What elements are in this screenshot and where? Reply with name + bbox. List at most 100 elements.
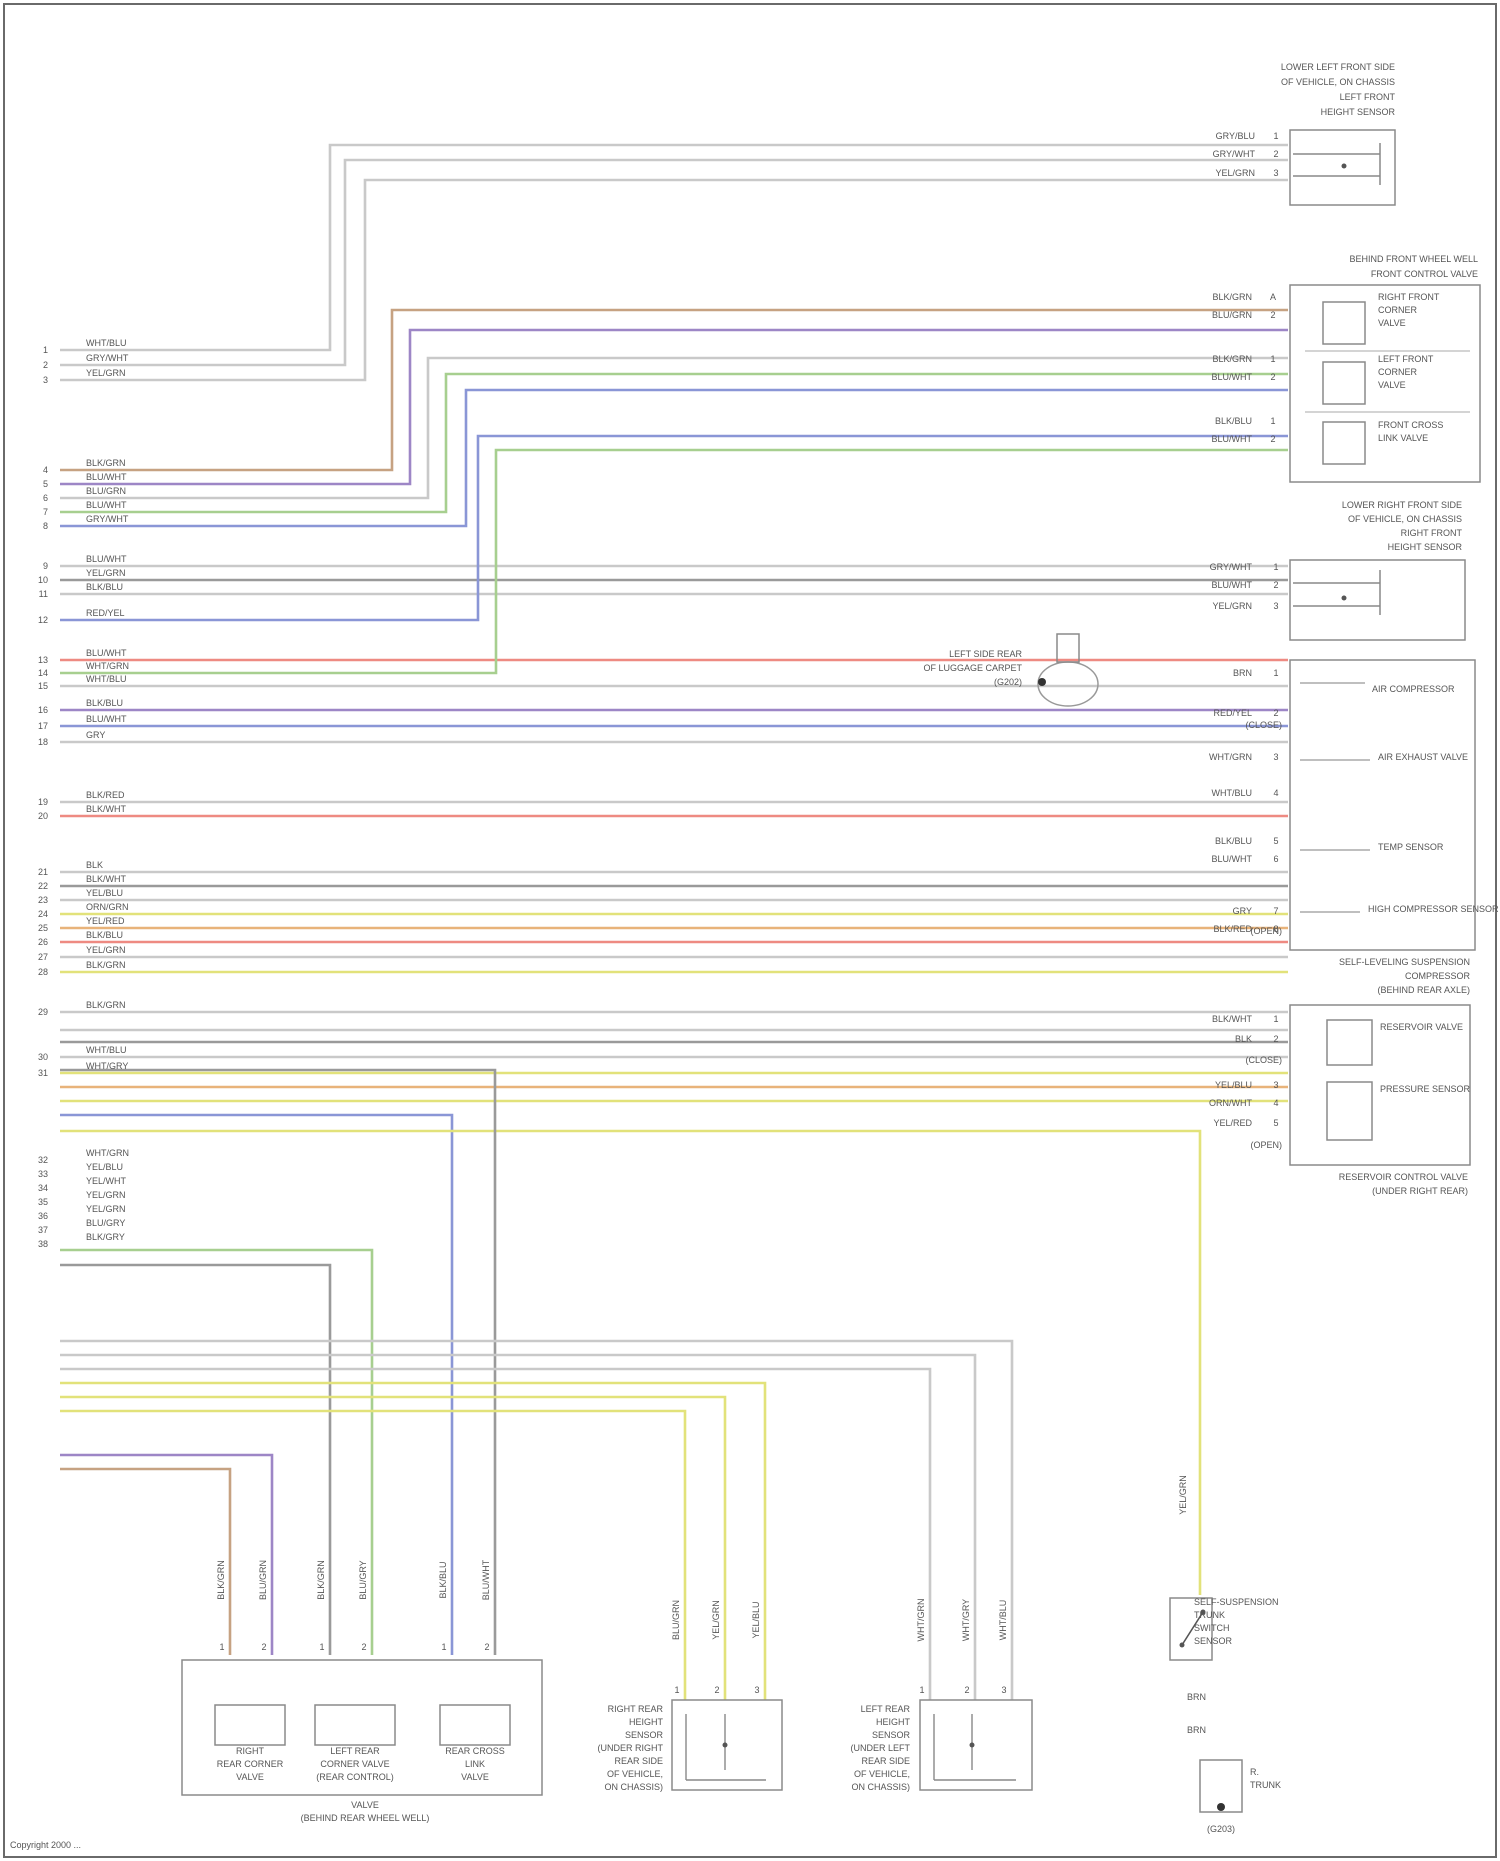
pin-wire-label: GRY (86, 730, 105, 740)
lr-sensor-pin: 3 (1001, 1685, 1006, 1695)
pin-number: 14 (38, 668, 48, 678)
front-valve-wire-1: BLK/GRN (1212, 292, 1252, 302)
compressor-motor-icon (1038, 662, 1098, 706)
rear-valve-pin: 2 (361, 1642, 366, 1652)
pin-wire-label: WHT/BLU (86, 674, 127, 684)
reservoir-wire-label: YEL/RED (1213, 1118, 1252, 1128)
front-cross-valve-label-1: FRONT CROSS (1378, 420, 1443, 430)
wire-white (60, 160, 1288, 365)
wire-brown (60, 1469, 230, 1655)
wires-layer (60, 145, 1288, 1700)
lr-sensor-wire-label: WHT/BLU (998, 1600, 1008, 1641)
pin-wire-label: BLK/WHT (86, 804, 127, 814)
pin-number: 13 (38, 655, 48, 665)
compressor-pin: 4 (1273, 788, 1278, 798)
compressor-internal-lines (1300, 683, 1370, 912)
rf-sensor-wire-1: GRY/WHT (1210, 562, 1253, 572)
pin-wire-label: WHT/GRN (86, 1148, 129, 1158)
rf-sensor-title-2: OF VEHICLE, ON CHASSIS (1348, 514, 1462, 524)
reservoir-title-1: RESERVOIR CONTROL VALVE (1339, 1172, 1468, 1182)
rr-sensor-wire-label: BLU/GRN (671, 1600, 681, 1640)
reservoir-pin: 2 (1273, 1034, 1278, 1044)
reservoir-pin: 1 (1273, 1014, 1278, 1024)
pin-wire-label: WHT/BLU (86, 1045, 127, 1055)
trunk-ground-dot (1217, 1803, 1225, 1811)
trunk-switch-wire: YEL/GRN (1178, 1475, 1188, 1515)
rear-valve-wire-label: BLK/BLU (438, 1561, 448, 1598)
rr-corner-valve-label-2: REAR CORNER (217, 1759, 284, 1769)
rear-cross-valve-coil (440, 1705, 510, 1745)
rr-sensor-title-5: REAR SIDE (614, 1756, 663, 1766)
reservoir-close-tag: (CLOSE) (1245, 1055, 1282, 1065)
trunk-switch-title-3: SWITCH (1194, 1623, 1230, 1633)
pin-number: 11 (39, 589, 48, 599)
pin-wire-label: BLU/WHT (86, 648, 127, 658)
lr-sensor-symbol (934, 1714, 1016, 1780)
pin-wire-label: WHT/GRN (86, 661, 129, 671)
compressor-left-note-1: LEFT SIDE REAR (949, 649, 1022, 659)
wire-green (60, 374, 1288, 512)
compressor-wire-label: BLK/RED (1213, 924, 1252, 934)
pin-wire-label: BLU/GRN (86, 486, 126, 496)
pin-number: 31 (38, 1068, 48, 1078)
rf-corner-valve-label-1: RIGHT FRONT (1378, 292, 1440, 302)
rear-cross-valve-label-1: REAR CROSS (445, 1746, 505, 1756)
compressor-wire-label: BLU/WHT (1212, 854, 1253, 864)
pin-wire-label: YEL/GRN (86, 1190, 126, 1200)
reservoir-inner-1: RESERVOIR VALVE (1380, 1022, 1463, 1032)
compressor-inner-1: AIR COMPRESSOR (1372, 684, 1455, 694)
pin-wire-label: YEL/GRN (86, 1204, 126, 1214)
pin-number: 12 (38, 615, 48, 625)
front-valve-pin-3: 1 (1270, 354, 1275, 364)
pin-wire-label: BLK (86, 860, 103, 870)
wire-gray (60, 1265, 330, 1655)
lf-sensor-pin-2: 2 (1273, 149, 1278, 159)
reservoir-wire-label: YEL/BLU (1215, 1080, 1252, 1090)
lr-sensor-title-2: HEIGHT (876, 1717, 911, 1727)
lr-sensor-pin: 2 (964, 1685, 969, 1695)
compressor-pin: 6 (1273, 854, 1278, 864)
rf-sensor-box (1290, 560, 1465, 640)
lr-corner-valve-label-1: LEFT REAR (330, 1746, 380, 1756)
rr-sensor-title-6: OF VEHICLE, (607, 1769, 663, 1779)
compressor-left-note-3: (G202) (994, 677, 1022, 687)
rf-height-sensor: LOWER RIGHT FRONT SIDE OF VEHICLE, ON CH… (1210, 500, 1465, 640)
rear-valve-block: BLK/GRN1BLU/GRN2BLK/GRN1BLU/GRY2BLK/BLU1… (182, 1559, 542, 1823)
front-valve-pin-5: 1 (1270, 416, 1275, 426)
lf-sensor-title-2: OF VEHICLE, ON CHASSIS (1281, 77, 1395, 87)
compressor-title-1: SELF-LEVELING SUSPENSION (1339, 957, 1470, 967)
rf-sensor-wire-2: BLU/WHT (1212, 580, 1253, 590)
compressor-wire-label: WHT/GRN (1209, 752, 1252, 762)
lr-sensor-box (920, 1700, 1032, 1790)
rr-corner-valve-coil (215, 1705, 285, 1745)
lr-sensor-dot (970, 1743, 975, 1748)
rf-sensor-pin-3: 3 (1273, 601, 1278, 611)
compressor-pin: 3 (1273, 752, 1278, 762)
compressor-left-note-2: OF LUGGAGE CARPET (923, 663, 1022, 673)
lr-sensor-title-6: OF VEHICLE, (854, 1769, 910, 1779)
compressor-wire-label: WHT/BLU (1212, 788, 1253, 798)
pin-wire-label: BLK/GRN (86, 1000, 126, 1010)
wire-blue (60, 436, 1288, 620)
lf-corner-valve-label-2: CORNER (1378, 367, 1418, 377)
lf-sensor-title-1: LOWER LEFT FRONT SIDE (1281, 62, 1395, 72)
lf-sensor-dot (1342, 164, 1347, 169)
pin-number: 30 (38, 1052, 48, 1062)
pin-wire-label: YEL/GRN (86, 568, 126, 578)
reservoir-inner-2: PRESSURE SENSOR (1380, 1084, 1471, 1094)
pin-wire-label: WHT/BLU (86, 338, 127, 348)
front-cross-valve-label-2: LINK VALVE (1378, 433, 1428, 443)
rr-sensor-title-3: SENSOR (625, 1730, 664, 1740)
lf-sensor-wire-2: GRY/WHT (1213, 149, 1256, 159)
rr-height-sensor: BLU/GRN1YEL/GRN2YEL/BLU3 RIGHT REAR HEIG… (598, 1600, 783, 1792)
rear-cross-valve-label-3: VALVE (461, 1772, 489, 1782)
lf-sensor-wire-1: GRY/BLU (1216, 131, 1255, 141)
lr-sensor-wire-label: WHT/GRN (916, 1599, 926, 1642)
compressor-pin: 2 (1273, 708, 1278, 718)
lf-sensor-pin-3: 3 (1273, 168, 1278, 178)
pin-wire-label: RED/YEL (86, 608, 125, 618)
pin-number: 23 (38, 895, 48, 905)
reservoir-valve-coil (1327, 1020, 1372, 1065)
pin-wire-label: YEL/BLU (86, 888, 123, 898)
rear-valve-wire-label: BLU/WHT (481, 1559, 491, 1600)
